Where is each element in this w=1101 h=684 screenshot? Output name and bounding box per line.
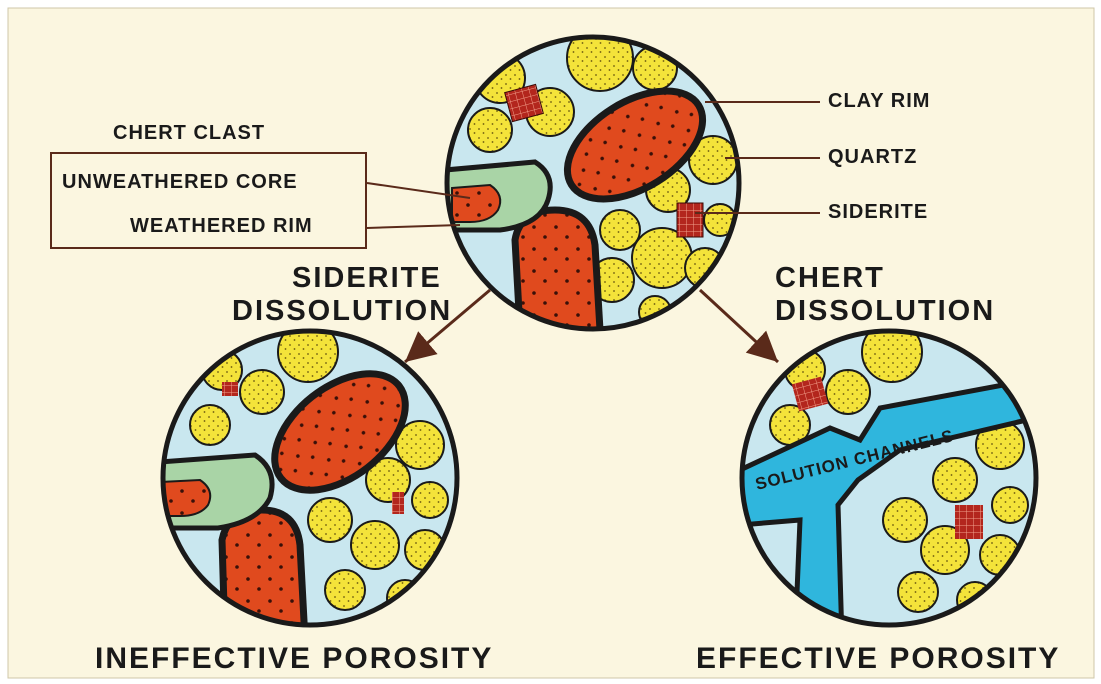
chert-dissolution-line2: DISSOLUTION	[775, 295, 995, 328]
clay-rim-label: CLAY RIM	[828, 90, 930, 113]
siderite-label: SIDERITE	[828, 201, 928, 224]
weathered-rim-label: WEATHERED RIM	[130, 215, 313, 238]
effective-porosity-label: EFFECTIVE POROSITY	[696, 642, 1060, 676]
chert-clast-label: CHERT CLAST	[113, 122, 265, 145]
unweathered-core-label: UNWEATHERED CORE	[62, 171, 298, 194]
quartz-label: QUARTZ	[828, 146, 917, 169]
chert-dissolution-line1: CHERT	[775, 262, 885, 295]
siderite-dissolution-line2: DISSOLUTION	[232, 295, 452, 328]
siderite-dissolution-line1: SIDERITE	[292, 262, 442, 295]
ineffective-porosity-label: INEFFECTIVE POROSITY	[95, 642, 493, 676]
